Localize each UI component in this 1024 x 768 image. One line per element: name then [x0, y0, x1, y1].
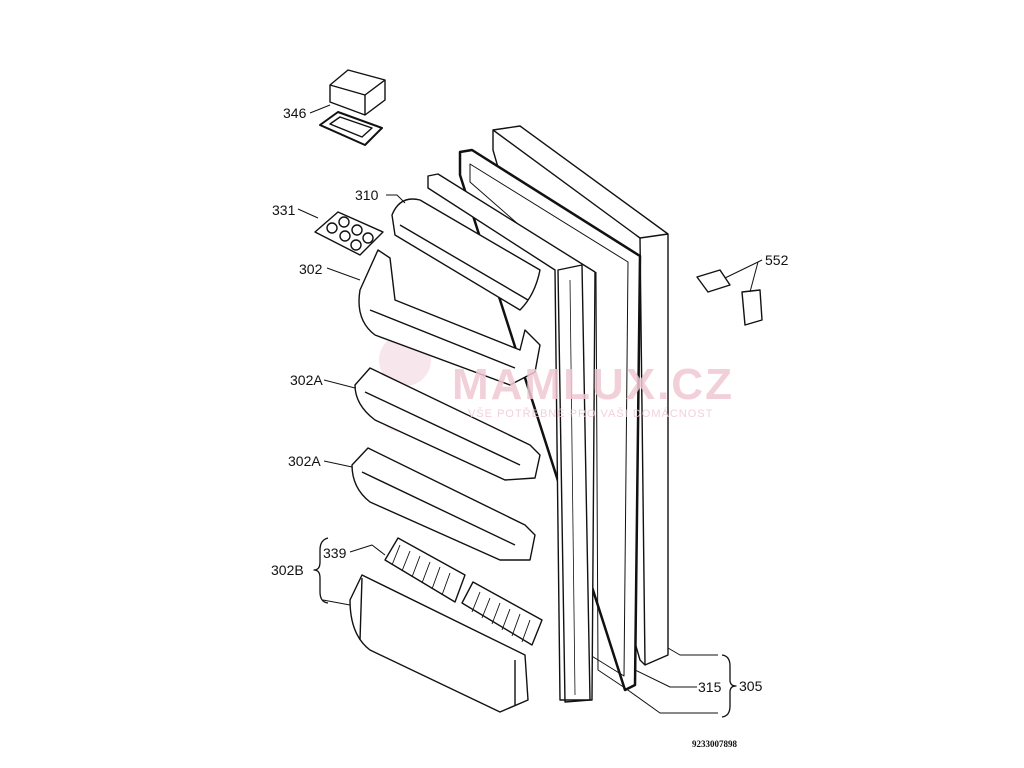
label-302b: 302B [271, 562, 304, 578]
part-331 [314, 211, 384, 256]
label-310: 310 [355, 187, 379, 203]
leader-lines [297, 104, 763, 714]
label-302a-upper: 302A [290, 372, 323, 388]
part-339 [384, 537, 543, 646]
brace-305 [721, 654, 737, 718]
part-552 [696, 261, 763, 326]
label-346: 346 [283, 105, 307, 121]
label-302: 302 [299, 261, 323, 277]
label-552: 552 [765, 252, 789, 268]
part-302b [349, 574, 529, 713]
label-302a-lower: 302A [288, 453, 321, 469]
part-346 [319, 69, 386, 146]
label-305: 305 [739, 678, 763, 694]
label-315: 315 [698, 679, 722, 695]
label-339: 339 [323, 545, 347, 561]
part-302 [358, 249, 541, 386]
drawing-code: 9233007898 [692, 739, 737, 749]
part-302a-upper [354, 367, 541, 481]
door-liner [427, 173, 596, 703]
part-302a-lower [351, 447, 536, 561]
part-310 [391, 198, 541, 311]
brace-302b [313, 537, 329, 604]
label-331: 331 [272, 202, 296, 218]
